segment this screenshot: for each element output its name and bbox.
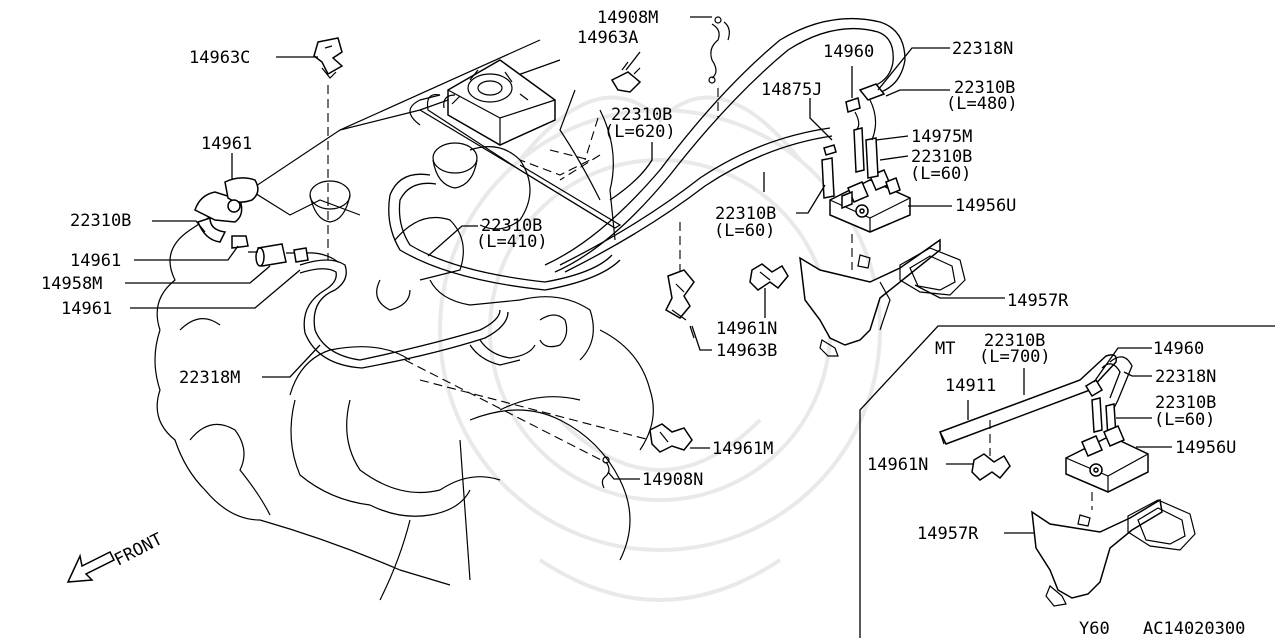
label-22310B-620-length: (L=620) — [604, 122, 676, 142]
label-14961-b: 14961 — [70, 251, 121, 271]
label-14908N: 14908N — [642, 470, 703, 490]
inset-title-mt: MT — [935, 339, 955, 359]
front-arrow-icon — [66, 550, 116, 583]
label-14961-c: 14961 — [61, 299, 112, 319]
clip-14963A — [610, 61, 642, 93]
clip-14908N — [601, 456, 610, 489]
inset-label-14960: 14960 — [1153, 339, 1204, 359]
label-22310B-410-length: (L=410) — [476, 232, 548, 252]
label-22310B-60a: 22310B — [911, 147, 972, 167]
label-14975M: 14975M — [911, 127, 972, 147]
label-22310B-left: 22310B — [70, 211, 131, 231]
bracket-14957R-top — [799, 238, 966, 357]
clip-14963C — [313, 37, 344, 79]
inset-label-22310B-60-length: (L=60) — [1154, 410, 1215, 430]
label-14957R-top: 14957R — [1007, 291, 1069, 311]
inset-label-22310B-60: 22310B — [1155, 393, 1216, 413]
label-14875J: 14875J — [761, 80, 822, 100]
label-14961M: 14961M — [712, 439, 773, 459]
label-14908M-top: 14908M — [597, 8, 658, 28]
label-14963B: 14963B — [716, 341, 777, 361]
watermark-emblem — [438, 95, 882, 602]
label-14960-top: 14960 — [823, 42, 874, 62]
label-22310B-60a-length: (L=60) — [910, 164, 971, 184]
label-22318M: 22318M — [179, 368, 240, 388]
inset-label-14957R: 14957R — [917, 524, 979, 544]
inset-label-14956U: 14956U — [1175, 438, 1236, 458]
clip-14961N-top — [749, 263, 789, 291]
label-22310B-480-length: (L=480) — [946, 94, 1018, 114]
front-label: FRONT — [111, 529, 166, 570]
footer-code: AC14020300 — [1143, 619, 1245, 638]
label-14961-a: 14961 — [201, 134, 252, 154]
vacuum-hoses — [299, 17, 906, 369]
vacuum-tank — [426, 59, 556, 171]
solenoid-14956U — [821, 83, 911, 233]
inset-labels: MT 22310B (L=700) 14960 22318N 14911 223… — [867, 331, 1236, 544]
leader-lines — [125, 16, 1172, 534]
label-22318N-top: 22318N — [952, 39, 1013, 59]
inset-label-14911: 14911 — [945, 376, 996, 396]
label-14956U-top: 14956U — [955, 196, 1016, 216]
inset-frame — [859, 325, 1275, 638]
label-22310B-480: 22310B — [954, 78, 1015, 98]
footer: Y60 AC14020300 — [1079, 619, 1245, 638]
inset-parts — [938, 354, 1196, 607]
inset-label-22318N: 22318N — [1155, 367, 1216, 387]
inset-label-14961N: 14961N — [867, 455, 928, 475]
clip-14963B — [665, 269, 695, 339]
part-labels: 14908M 14963A 14963C 14960 22318N 22310B… — [41, 8, 1069, 490]
label-14963C: 14963C — [189, 48, 250, 68]
label-14961N-top: 14961N — [716, 319, 777, 339]
inset-label-22310B-700-length: (L=700) — [979, 347, 1051, 367]
label-14963A: 14963A — [577, 28, 638, 48]
label-22310B-60b: 22310B — [715, 204, 776, 224]
clip-14961M — [649, 423, 693, 453]
left-hose-assembly — [194, 177, 339, 267]
inset-label-22310B-700: 22310B — [984, 331, 1045, 351]
label-22310B-410: 22310B — [481, 216, 542, 236]
label-14958M: 14958M — [41, 274, 102, 294]
label-22310B-60b-length: (L=60) — [714, 221, 775, 241]
label-22310B-620: 22310B — [611, 105, 672, 125]
footer-model: Y60 — [1079, 619, 1110, 638]
clip-14908M-top — [708, 16, 730, 84]
